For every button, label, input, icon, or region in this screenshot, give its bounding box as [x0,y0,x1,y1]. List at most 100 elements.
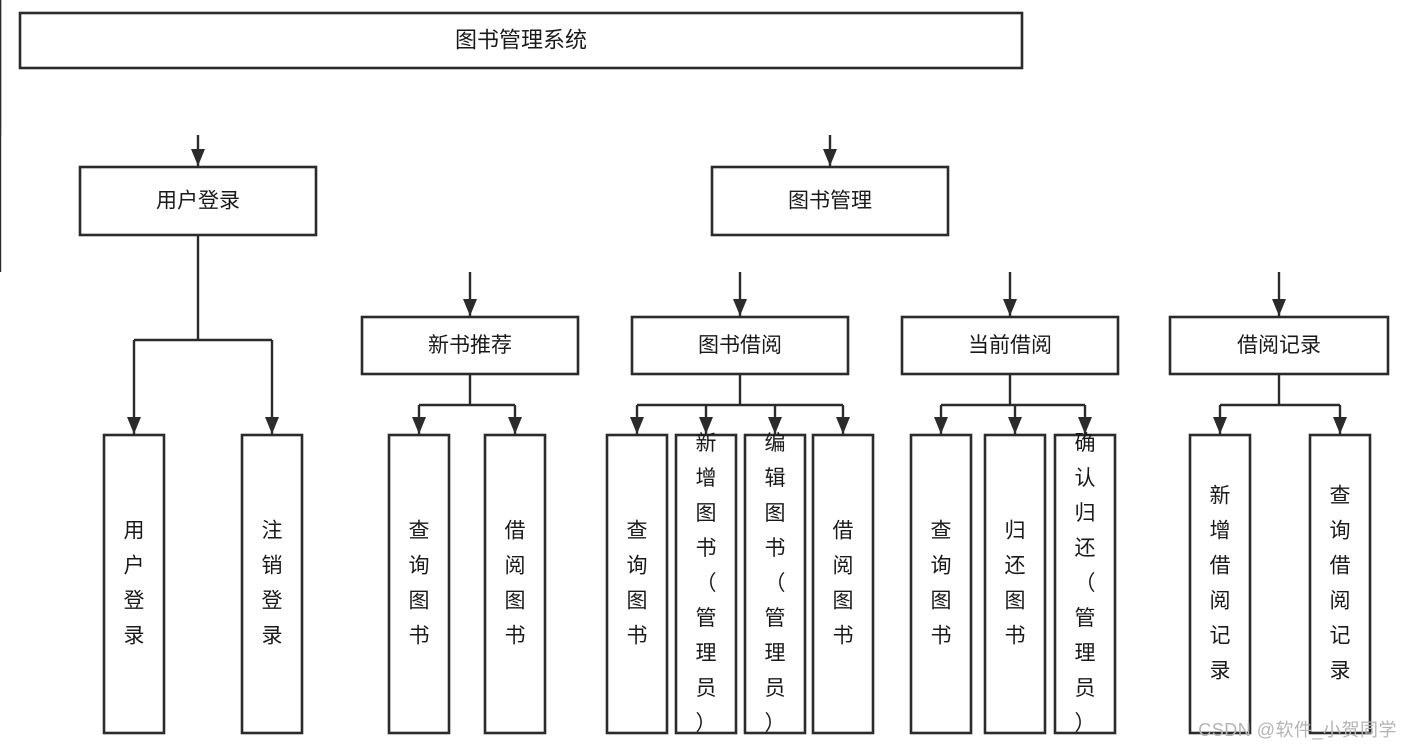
node-current-borrow-rect[interactable] [900,315,1120,376]
node-leaf-query-book-3-label-char: 询 [931,555,952,578]
book-manage-arrow-2 [1003,299,1017,316]
book-borrow-arrow-0 [630,417,644,434]
node-leaf-borrow-book-1-label-char: 借 [505,520,526,543]
node-leaf-logout-rect[interactable] [240,433,304,735]
node-leaf-return-book-rect[interactable] [983,433,1047,735]
node-book-borrow[interactable]: 图书借阅 [630,315,850,376]
node-book-borrow-rect[interactable] [630,315,850,376]
node-leaf-add-book-label-char: 图 [696,502,717,525]
node-book-manage-rect[interactable] [710,165,950,237]
node-root-label: 图书管理系统 [455,27,587,52]
node-leaf-query-record-rect[interactable] [1308,433,1372,735]
node-leaf-confirm-return-label-char: 确 [1075,432,1096,455]
node-borrow-record-rect[interactable] [1168,315,1390,376]
node-leaf-borrow-book-1-label-char: 图 [505,590,526,613]
node-leaf-borrow-book-2-label-char: 书 [833,625,854,648]
node-leaf-query-book-1-label-char: 询 [409,555,430,578]
book-borrow-arrow-3 [836,417,850,434]
node-leaf-query-book-2-label-char: 图 [627,590,648,613]
node-leaf-user-login-label-char: 户 [124,555,145,578]
current-borrow-arrow-0 [934,417,948,434]
node-leaf-add-record-rect[interactable] [1188,433,1252,735]
node-leaf-add-book-rect[interactable] [674,433,738,735]
node-leaf-edit-book-rect[interactable] [743,433,807,735]
node-leaf-query-book-3-label-char: 书 [931,625,952,648]
node-leaf-confirm-return-label-char: 还 [1075,537,1096,560]
node-book-manage[interactable]: 图书管理 [710,165,950,237]
book-manage-arrow-3 [1272,299,1286,316]
node-leaf-confirm-return-label-char: 员 [1075,677,1096,700]
node-user-login-rect[interactable] [78,165,318,237]
node-leaf-borrow-book-2-label-char: 借 [833,520,854,543]
node-leaf-user-login-label-char: 登 [124,590,145,613]
node-leaf-add-record-label-char: 新 [1210,485,1231,508]
node-root[interactable]: 图书管理系统 [18,11,1024,70]
node-borrow-record[interactable]: 借阅记录 [1168,315,1390,376]
node-leaf-query-book-3-label-char: 图 [931,590,952,613]
node-leaf-user-login[interactable]: 用户登录 [102,433,166,735]
node-leaf-user-login-label-char: 录 [124,625,145,648]
node-leaf-edit-book-label-char: 辑 [765,467,786,490]
node-new-book-recommend-rect[interactable] [360,315,580,376]
node-leaf-confirm-return-label-char: ） [1075,712,1096,735]
node-leaf-query-book-2-label-char: 书 [627,625,648,648]
node-leaf-query-record-label-char: 询 [1330,520,1351,543]
book-manage-arrow-0 [463,299,477,316]
node-leaf-user-login-rect[interactable] [102,433,166,735]
node-leaf-add-record-label-char: 记 [1210,625,1231,648]
node-user-login[interactable]: 用户登录 [78,165,318,237]
node-leaf-query-book-3-label-char: 查 [931,520,952,543]
node-leaf-return-book-label-char: 图 [1005,590,1026,613]
node-leaf-query-book-3-rect[interactable] [909,433,973,735]
node-leaf-edit-book-label-char: 管 [765,607,786,630]
node-leaf-confirm-return-rect[interactable] [1053,433,1117,735]
node-leaf-query-book-2-label-char: 询 [627,555,648,578]
node-root-rect[interactable] [18,11,1024,70]
node-leaf-add-book-label-char: 管 [696,607,717,630]
node-leaf-add-book-label-char: ） [696,712,717,735]
current-borrow-arrow-2 [1078,417,1092,434]
node-leaf-edit-book-label-char: 理 [765,642,786,665]
node-leaf-borrow-book-2-rect[interactable] [811,433,875,735]
node-leaf-confirm-return-label-char: 归 [1075,502,1096,525]
node-leaf-query-record-label-char: 查 [1330,485,1351,508]
new-book-recommend-arrow-0 [412,417,426,434]
node-leaf-return-book-label-char: 还 [1005,555,1026,578]
node-leaf-query-book-1-label-char: 图 [409,590,430,613]
node-leaf-confirm-return-label-char: 理 [1075,642,1096,665]
node-leaf-add-record-label-char: 阅 [1210,590,1231,613]
node-leaf-query-book-2-rect[interactable] [605,433,669,735]
node-book-manage-label: 图书管理 [788,190,872,213]
node-leaf-borrow-book-1-label-char: 阅 [505,555,526,578]
borrow-record-arrow-0 [1213,417,1227,434]
node-leaf-query-book-2-label-char: 查 [627,520,648,543]
node-leaf-confirm-return-label-char: （ [1075,572,1096,595]
node-new-book-recommend[interactable]: 新书推荐 [360,315,580,376]
node-leaf-query-book-1-label-char: 书 [409,625,430,648]
current-borrow-arrow-1 [1008,417,1022,434]
node-leaf-return-book-label-char: 书 [1005,625,1026,648]
node-leaf-borrow-book-1-rect[interactable] [483,433,547,735]
borrow-record-arrow-1 [1333,417,1347,434]
book-borrow-arrow-2 [768,417,782,434]
node-leaf-query-book-1-rect[interactable] [387,433,451,735]
node-leaf-add-record-label-char: 增 [1210,520,1231,543]
node-leaf-add-book-label-char: 理 [696,642,717,665]
node-book-borrow-label: 图书借阅 [698,334,782,357]
node-leaf-edit-book-label-char: 编 [765,432,786,455]
node-current-borrow[interactable]: 当前借阅 [900,315,1120,376]
node-leaf-add-record-label-char: 录 [1210,660,1231,683]
